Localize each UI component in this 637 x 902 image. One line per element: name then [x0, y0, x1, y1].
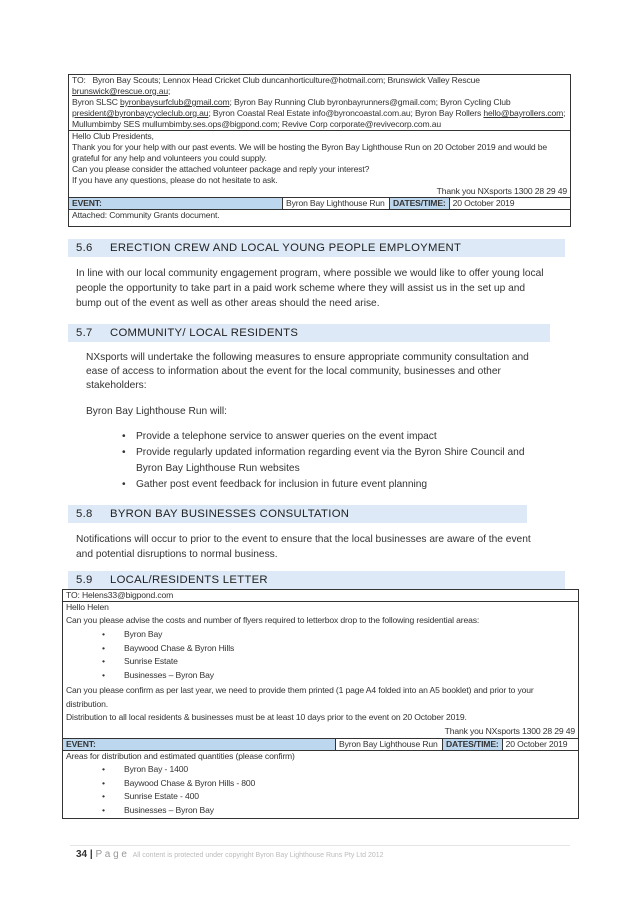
- section-number: 5.6: [76, 242, 93, 254]
- quantity-item: Baywood Chase & Byron Hills - 800: [102, 777, 575, 791]
- paragraph-text: In line with our local community engagem…: [76, 268, 544, 309]
- paragraph-text: Byron Bay Lighthouse Run will:: [86, 406, 228, 417]
- paragraph-text: NXsports will undertake the following me…: [86, 352, 529, 391]
- quantity-item: Byron Bay - 1400: [102, 763, 575, 777]
- section-number: 5.9: [76, 574, 93, 586]
- recipients-text: Byron SLSC: [72, 97, 121, 107]
- message-line: Can you please confirm as per last year,…: [66, 685, 534, 709]
- dates-label: DATES/TIME:: [442, 738, 503, 751]
- copyright-text: All content is protected under copyright…: [132, 852, 384, 859]
- quantity-item: Sunrise Estate - 400: [102, 790, 575, 804]
- section-heading-5-7: 5.7 COMMUNITY/ LOCAL RESIDENTS: [68, 324, 550, 342]
- event-label: EVENT:: [62, 738, 336, 751]
- quantities-intro: Areas for distribution and estimated qua…: [66, 751, 295, 761]
- list-item: Provide a telephone service to answer qu…: [122, 429, 548, 445]
- recipients-text: ;: [563, 108, 566, 118]
- area-item: Baywood Chase & Byron Hills: [102, 642, 575, 656]
- employment-paragraph: In line with our local community engagem…: [76, 266, 546, 311]
- section-heading-5-9: 5.9 LOCAL/RESIDENTS LETTER: [68, 571, 565, 589]
- area-item: Byron Bay: [102, 628, 575, 642]
- section-title: ERECTION CREW AND LOCAL YOUNG PEOPLE EMP…: [110, 242, 462, 254]
- message-line: Can you please consider the attached vol…: [72, 164, 370, 174]
- recipients-text: ; Byron Coastal Real Estate info@byronco…: [208, 108, 484, 118]
- date-value: 20 October 2019: [448, 197, 572, 210]
- message-line: If you have any questions, please do not…: [72, 175, 278, 185]
- attachment-note: Attached: Community Grants document.: [68, 209, 571, 227]
- community-section: NXsports will undertake the following me…: [86, 351, 548, 493]
- event-label: EVENT:: [68, 197, 283, 210]
- recipients-cell: TO: Byron Bay Scouts; Lennox Head Cricke…: [68, 74, 571, 131]
- signoff: Thank you NXsports 1300 28 29 49: [444, 726, 576, 736]
- list-item: Provide regularly updated information re…: [122, 445, 548, 477]
- section-heading-5-6: 5.6 ERECTION CREW AND LOCAL YOUNG PEOPLE …: [68, 239, 565, 257]
- residents-letter-table: TO: Helens33@bigpond.com Hello Helen Can…: [62, 589, 580, 819]
- message-line: Thank you for your help with our past ev…: [72, 142, 548, 163]
- quantity-item: Businesses – Byron Bay: [102, 804, 575, 818]
- recipient-cell: TO: Helens33@bigpond.com: [62, 589, 579, 602]
- section-title: BYRON BAY BUSINESSES CONSULTATION: [110, 508, 350, 520]
- message-line: Can you please advise the costs and numb…: [66, 615, 480, 625]
- signoff: Thank you NXsports 1300 28 29 49: [436, 186, 568, 196]
- dates-label: DATES/TIME:: [389, 197, 450, 210]
- event-value: Byron Bay Lighthouse Run: [335, 738, 443, 751]
- volunteer-letter-table: TO: Byron Bay Scouts; Lennox Head Cricke…: [68, 74, 572, 227]
- recipients-text: Mullumbimby SES mullumbimby.ses.ops@bigp…: [72, 119, 441, 129]
- area-item: Businesses – Byron Bay: [102, 669, 575, 683]
- message-cell: Hello Club Presidents, Thank you for you…: [68, 130, 571, 198]
- quantities-cell: Areas for distribution and estimated qua…: [62, 750, 579, 819]
- email-link[interactable]: brunswick@rescue.org.au: [72, 86, 169, 96]
- event-value: Byron Bay Lighthouse Run: [282, 197, 390, 210]
- list-item: Gather post event feedback for inclusion…: [122, 477, 548, 493]
- page-footer: 34 | P a g e All content is protected un…: [70, 845, 570, 860]
- greeting: Hello Club Presidents,: [72, 131, 154, 141]
- page-word: P a g e: [95, 849, 127, 860]
- section-heading-5-8: 5.8 BYRON BAY BUSINESSES CONSULTATION: [68, 505, 527, 523]
- recipients-text: Byron Bay Scouts; Lennox Head Cricket Cl…: [92, 75, 480, 85]
- section-number: 5.7: [76, 327, 93, 339]
- email-link[interactable]: president@byronbaycycleclub.org.au: [72, 108, 209, 118]
- page-number: 34: [76, 849, 88, 860]
- email-link[interactable]: hello@bayrollers.com: [483, 108, 564, 118]
- section-title: LOCAL/RESIDENTS LETTER: [110, 574, 268, 586]
- area-item: Sunrise Estate: [102, 655, 575, 669]
- to-label: TO:: [72, 75, 86, 85]
- recipients-text: ;: [168, 86, 171, 96]
- footer-separator: |: [87, 849, 96, 860]
- message-line: Distribution to all local residents & bu…: [66, 712, 467, 722]
- greeting: Hello Helen: [66, 602, 109, 612]
- recipients-text: ; Byron Bay Running Club byronbayrunners…: [229, 97, 511, 107]
- paragraph-text: Notifications will occur to prior to the…: [76, 534, 531, 560]
- message-cell: Hello Helen Can you please advise the co…: [62, 601, 579, 739]
- date-value: 20 October 2019: [501, 738, 580, 751]
- businesses-paragraph: Notifications will occur to prior to the…: [76, 532, 546, 562]
- section-title: COMMUNITY/ LOCAL RESIDENTS: [110, 327, 299, 339]
- section-number: 5.8: [76, 508, 93, 520]
- email-link[interactable]: byronbaysurfclub@gmail.com: [120, 97, 230, 107]
